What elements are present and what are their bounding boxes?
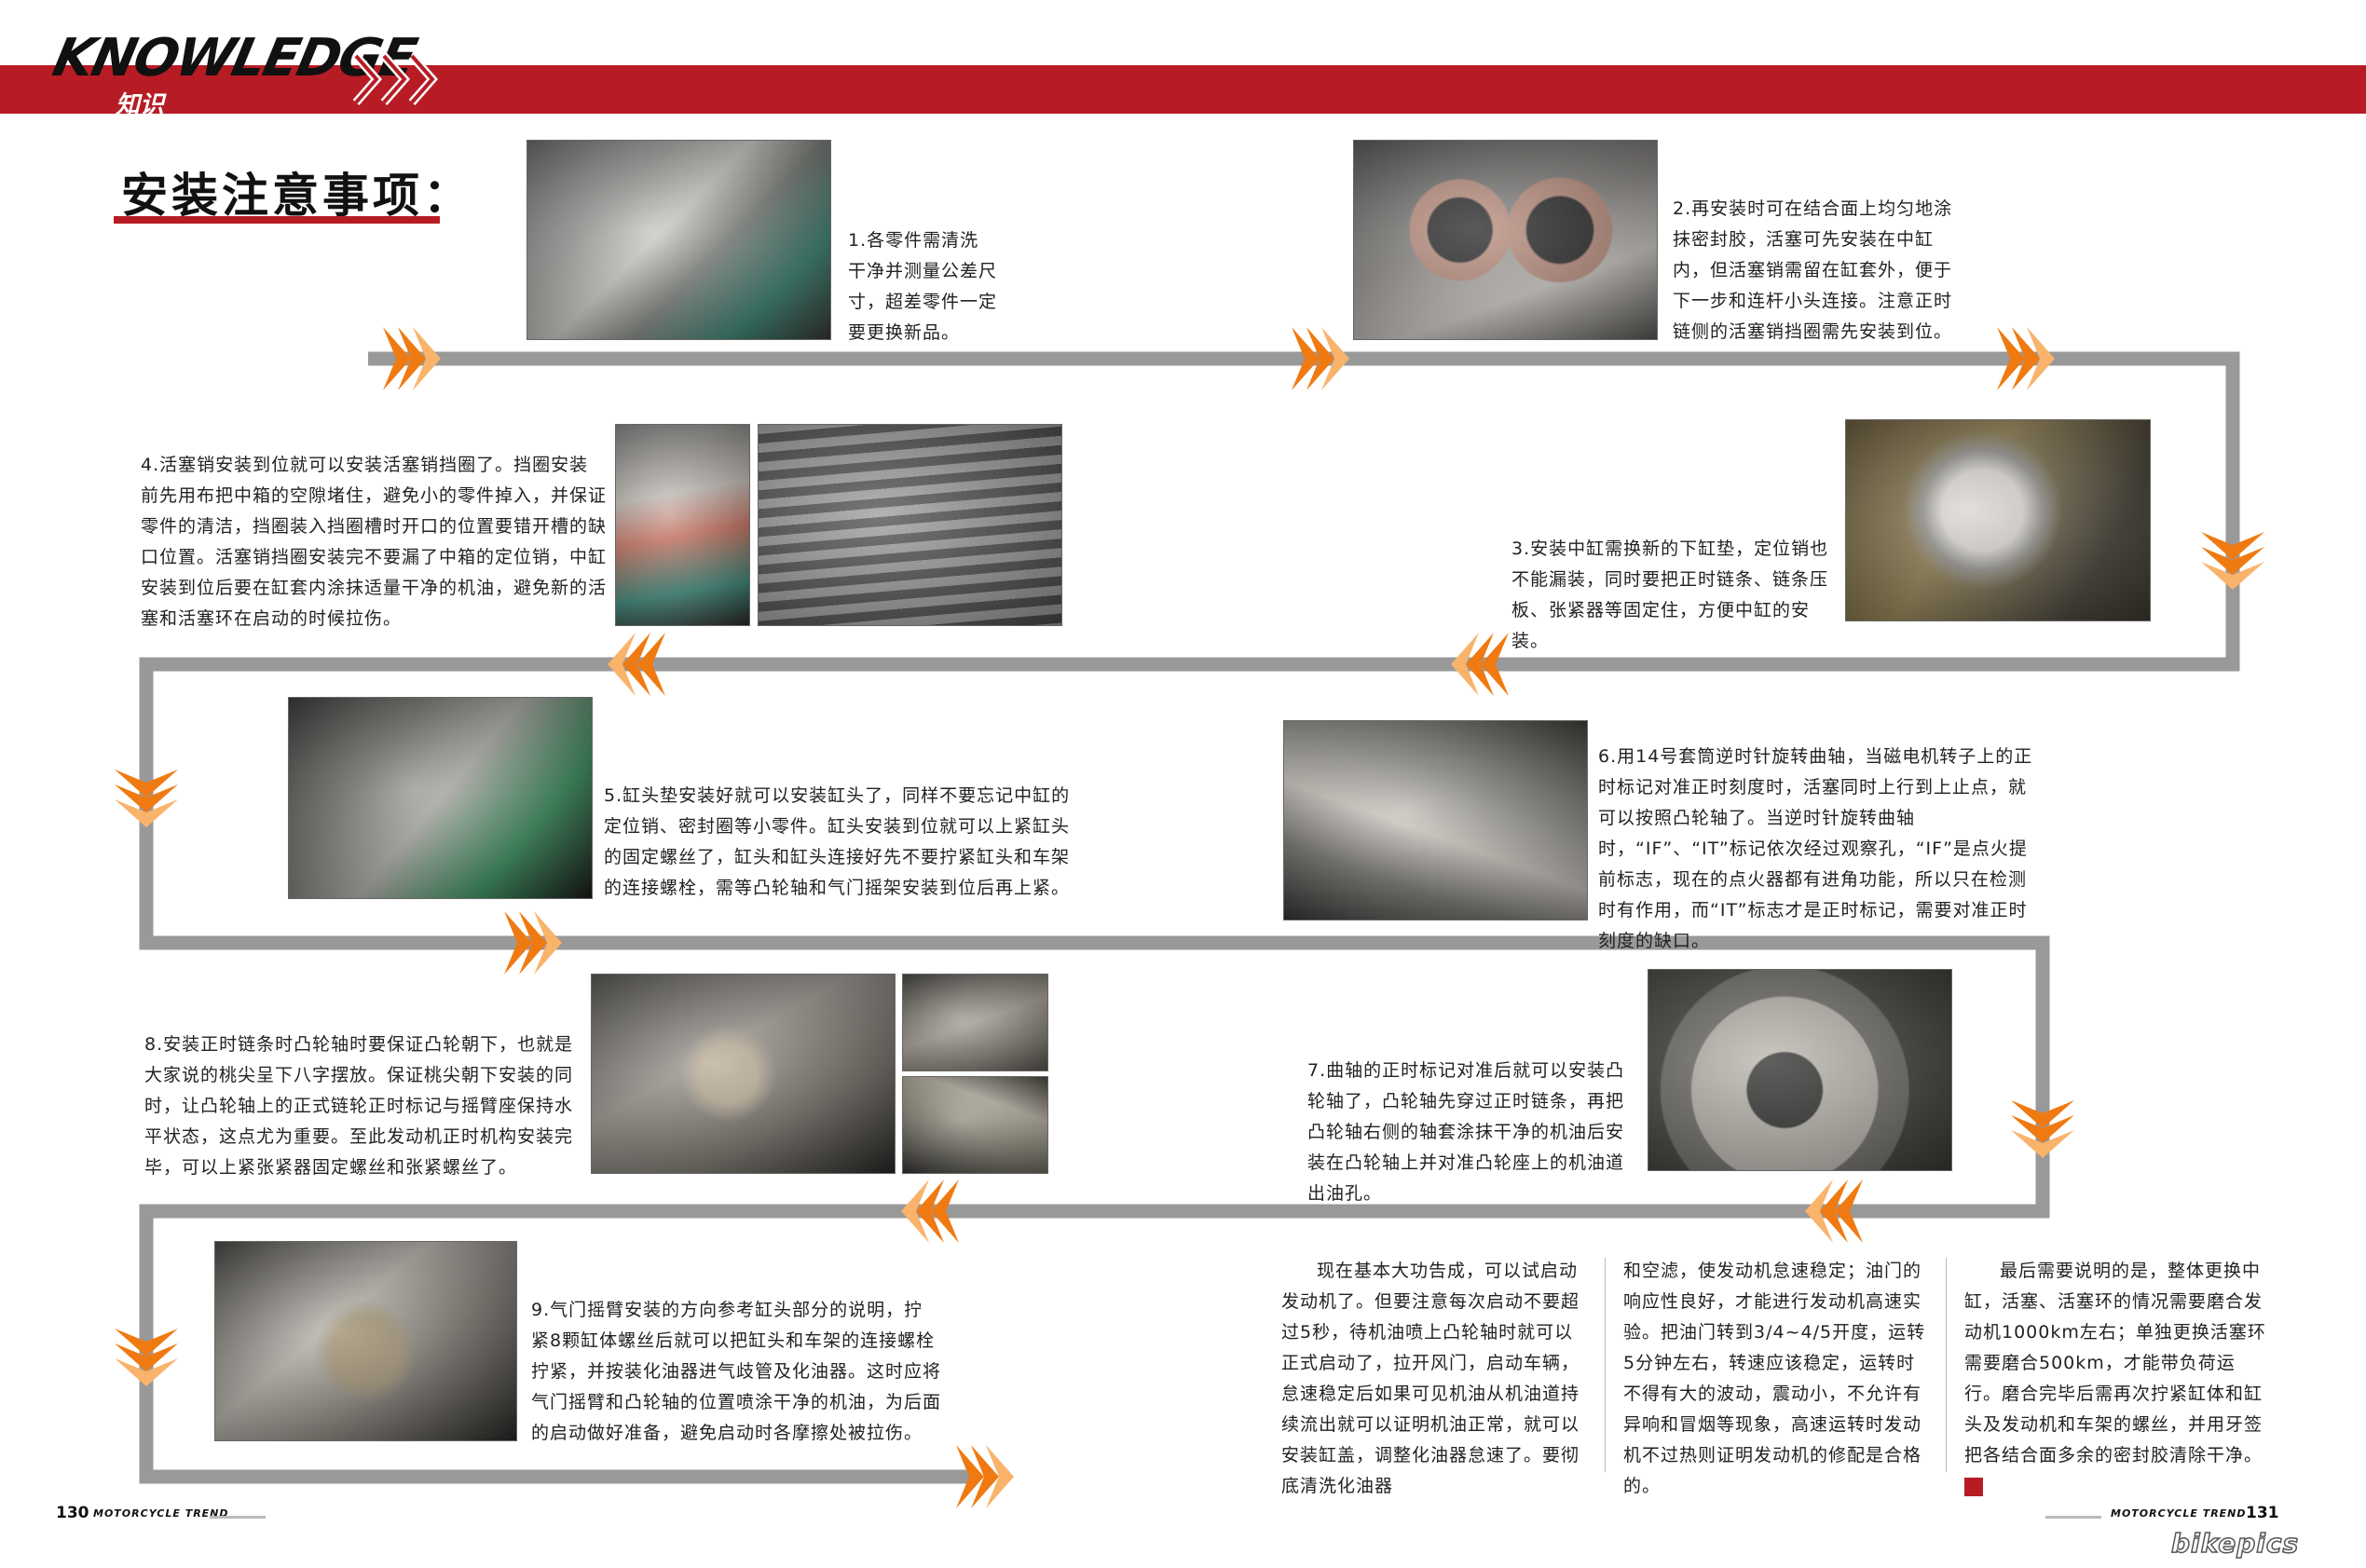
step-1-text: 1.各零件需清洗干净并测量公差尺寸，超差零件一定要更换新品。 [848,230,998,343]
flow-arrow-icon [1997,327,2055,390]
closing-column-1: 现在基本大功告成，可以试启动发动机了。但要注意每次启动不要超过5秒，待机油喷上凸… [1281,1261,1580,1496]
step-7-text: 7.曲轴的正时标记对准后就可以安装凸轮轴了，凸轮轴先穿过正时链条，再把凸轮轴右侧… [1307,1060,1625,1204]
flow-arrow-chevron-icon [622,633,650,696]
flow-arrow-chevron-icon [1466,633,1494,696]
flow-arrow-chevron-icon [901,1179,929,1243]
photo-piston-clip [615,424,750,626]
flow-arrow-icon [2011,1100,2074,1158]
flow-arrow-chevron-icon [2011,1100,2074,1128]
flow-arrow-icon [956,1445,1014,1508]
section-title: 安装注意事项： [121,169,473,223]
flow-arrow-chevron-icon [1997,327,2025,390]
flow-arrow-chevron-icon [115,770,178,798]
flow-arrow-chevron-icon [2201,547,2264,575]
photo-camshaft [591,974,896,1174]
flow-arrow-chevron-icon [504,911,532,975]
logo-subtitle: 知识 [116,91,165,119]
flow-arrow-icon [115,1329,178,1386]
photo-cam-detail-top [902,974,1048,1071]
magazine-name-right: MOTORCYCLE TREND [2111,1507,2247,1520]
photo-flywheel [1648,969,1952,1171]
photo-piston [1845,419,2151,621]
footer-rule-right [2045,1516,2101,1519]
closing-column-3: 最后需要说明的是，整体更换中缸，活塞、活塞环的情况需要磨合发动机1000km左右… [1964,1256,2272,1502]
flow-arrow-chevron-icon [115,1329,178,1357]
flow-arrow-icon [2201,532,2264,590]
flow-arrow-chevron-icon [398,327,426,390]
flow-arrow-chevron-icon [519,911,547,975]
flow-arrow-icon [115,770,178,827]
photo-cylinder-block [527,140,831,340]
flow-arrow-chevron-icon [115,784,178,812]
footer-rule-left [210,1516,266,1519]
header-chevrons-icon [352,53,438,105]
flow-arrow-chevron-icon [1835,1179,1863,1243]
step-8-text: 8.安装正时链条时凸轮轴时要保证凸轮朝下，也就是大家说的桃尖呈下八字摆放。保证桃… [144,1034,574,1178]
flow-arrow-icon [1805,1179,1863,1243]
closing-column-3-text: 最后需要说明的是，整体更换中缸，活塞、活塞环的情况需要磨合发动机1000km左右… [1964,1261,2266,1466]
page-number-right: 131 [2246,1504,2279,1522]
flow-arrow-icon [383,327,441,390]
bikepics-watermark: bikepics [2170,1527,2300,1560]
flow-arrow-chevron-icon [2201,532,2264,560]
step-2-text: 2.再安装时可在结合面上均匀地涂抹密封胶，活塞可先安装在中缸内，但活塞销需留在缸… [1673,198,1953,342]
flow-arrow-icon [1451,633,1509,696]
flow-arrow-chevron-icon [534,911,562,975]
column-divider [1946,1258,1947,1472]
flow-arrow-icon [608,633,665,696]
flow-arrow-chevron-icon [1805,1179,1833,1243]
flow-arrow-chevron-icon [413,327,441,390]
flow-arrow-chevron-icon [115,799,178,827]
flow-arrow-chevron-icon [1481,633,1509,696]
step-3-text: 3.安装中缸需换新的下缸垫，定位销也不能漏装，同时要把正时链条、链条压板、张紧器… [1511,539,1829,651]
flow-arrow-chevron-icon [916,1179,944,1243]
flow-arrow-chevron-icon [1306,327,1334,390]
photo-cylinder-gasket [1353,140,1658,340]
flow-arrow-chevron-icon [971,1445,999,1508]
flow-arrow-chevron-icon [1321,327,1349,390]
step-9-text: 9.气门摇臂安装的方向参考缸头部分的说明，拧紧8颗缸体螺丝后就可以把缸头和车架的… [531,1300,942,1443]
flow-arrow-chevron-icon [608,633,636,696]
photo-rocker-arm [214,1241,517,1441]
flow-arrow-chevron-icon [2201,562,2264,590]
step-6-text: 6.用14号套筒逆时针旋转曲轴，当磁电机转子上的正时标记对准正时刻度时，活塞同时… [1598,746,2033,951]
flow-arrow-icon [1292,327,1349,390]
step-4-text: 4.活塞销安装到位就可以安装活塞销挡圈了。挡圈安装前先用布把中箱的空隙堵住，避免… [141,455,608,629]
column-divider [1605,1258,1606,1472]
flow-arrow-chevron-icon [383,327,411,390]
flow-arrow-chevron-icon [2011,1115,2074,1143]
photo-timing-marks [1283,720,1588,920]
title-underline [114,216,440,224]
flow-arrow-chevron-icon [115,1358,178,1386]
magazine-name-left: MOTORCYCLE TREND [93,1507,229,1520]
flow-arrow-chevron-icon [2027,327,2055,390]
step-5-text: 5.缸头垫安装好就可以安装缸头了，同样不要忘记中缸的定位销、密封圈等小零件。缸头… [604,785,1071,898]
page-number-left: 130 [56,1504,89,1522]
flow-arrow-chevron-icon [2012,327,2040,390]
closing-column-2: 和空滤，使发动机怠速稳定；油门的响应性良好，才能进行发动机高速实验。把油门转到3… [1623,1261,1926,1496]
photo-crankcase [758,424,1062,626]
flow-arrow-chevron-icon [1820,1179,1848,1243]
photo-cylinder-head [288,697,593,899]
flow-arrow-chevron-icon [1292,327,1320,390]
flow-arrow-chevron-icon [1451,633,1479,696]
flow-arrow-icon [901,1179,959,1243]
flow-arrow-chevron-icon [637,633,665,696]
magazine-end-mark-icon: M [1964,1477,2014,1496]
flow-arrow-chevron-icon [115,1343,178,1371]
flow-arrow-chevron-icon [931,1179,959,1243]
flow-arrow-chevron-icon [956,1445,984,1508]
flow-arrow-chevron-icon [2011,1130,2074,1158]
photo-cam-detail-bottom [902,1076,1048,1174]
flow-arrow-chevron-icon [986,1445,1014,1508]
flow-arrow-icon [504,911,562,975]
